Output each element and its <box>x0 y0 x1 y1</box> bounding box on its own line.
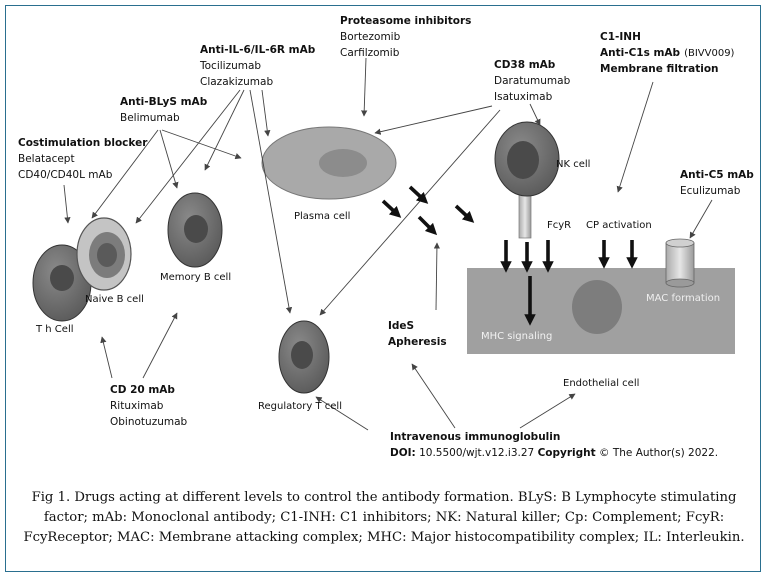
cp-activation-label: CP activation <box>586 220 652 231</box>
regulatory-t-cell-label: Regulatory T cell <box>258 401 342 412</box>
cd20-drug-1: Rituximab <box>110 400 164 412</box>
mhc-signaling-label: MHC signaling <box>481 331 552 342</box>
memory-b-cell <box>167 192 223 268</box>
regulatory-t-cell <box>278 320 330 394</box>
apheresis-label: Apheresis <box>388 336 447 348</box>
nk-cell <box>494 121 560 239</box>
blys-drug-1: Belimumab <box>120 112 180 124</box>
c1s-title: Anti-C1s mAb(BIVV009) <box>600 47 735 59</box>
plasma-cell-label: Plasma cell <box>294 211 350 222</box>
mac-cylinder <box>665 238 695 288</box>
ivig-label: Intravenous immunoglobulin <box>390 431 560 443</box>
membrane-filtration-title: Membrane filtration <box>600 63 719 75</box>
cd38-drug-1: Daratumumab <box>494 75 571 87</box>
il6-drug-2: Clazakizumab <box>200 76 273 88</box>
doi-value: 10.5500/wjt.v12.i3.27 <box>419 447 534 459</box>
memory-b-cell-label: Memory B cell <box>160 272 231 283</box>
il6-title: Anti-IL-6/IL-6R mAb <box>200 44 316 56</box>
proteasome-title: Proteasome inhibitors <box>340 15 471 27</box>
costim-title: Costimulation blocker <box>18 137 148 149</box>
cd20-title: CD 20 mAb <box>110 384 175 396</box>
blys-title: Anti-BLyS mAb <box>120 96 208 108</box>
mac-formation-label: MAC formation <box>646 293 720 304</box>
naive-b-cell <box>76 217 132 291</box>
bold-arrows <box>381 185 638 326</box>
copyright-value: © The Author(s) 2022. <box>599 447 718 459</box>
c1s-title-text: Anti-C1s mAb <box>600 47 681 59</box>
naive-b-cell-label: Naive B cell <box>85 294 144 305</box>
cd38-title: CD38 mAb <box>494 59 556 71</box>
doi-line: DOI: 10.5500/wjt.v12.i3.27 Copyright © T… <box>390 447 718 459</box>
cd38-drug-2: Isatuximab <box>494 91 553 103</box>
il6-drug-1: Tocilizumab <box>199 60 261 72</box>
c5-drug-1: Eculizumab <box>680 185 741 197</box>
proteasome-drug-1: Bortezomib <box>340 31 401 43</box>
endothelial-nucleus <box>572 280 622 334</box>
c1s-note: (BIVV009) <box>684 48 734 59</box>
cd20-drug-2: Obinotuzumab <box>110 416 188 428</box>
costim-drug-1: Belatacept <box>18 153 75 165</box>
c5-title: Anti-C5 mAb <box>680 169 754 181</box>
copyright-label: Copyright <box>538 447 596 459</box>
c1-inh-title: C1-INH <box>600 31 641 43</box>
figure-caption: Fig 1. Drugs acting at different levels … <box>23 490 745 545</box>
proteasome-drug-2: Carfilzomib <box>340 47 400 59</box>
plasma-cell <box>261 126 397 200</box>
thin-arrows <box>63 57 713 431</box>
endothelial-cell-label: Endothelial cell <box>563 378 639 389</box>
ides-label: IdeS <box>388 320 414 332</box>
costim-drug-2: CD40/CD40L mAb <box>18 169 113 181</box>
th-cell <box>32 244 92 322</box>
doi-label: DOI: <box>390 447 416 459</box>
th-cell-label: T h Cell <box>35 324 74 335</box>
fcyr-label: FcyR <box>547 220 571 231</box>
nk-cell-label: NK cell <box>556 159 590 170</box>
